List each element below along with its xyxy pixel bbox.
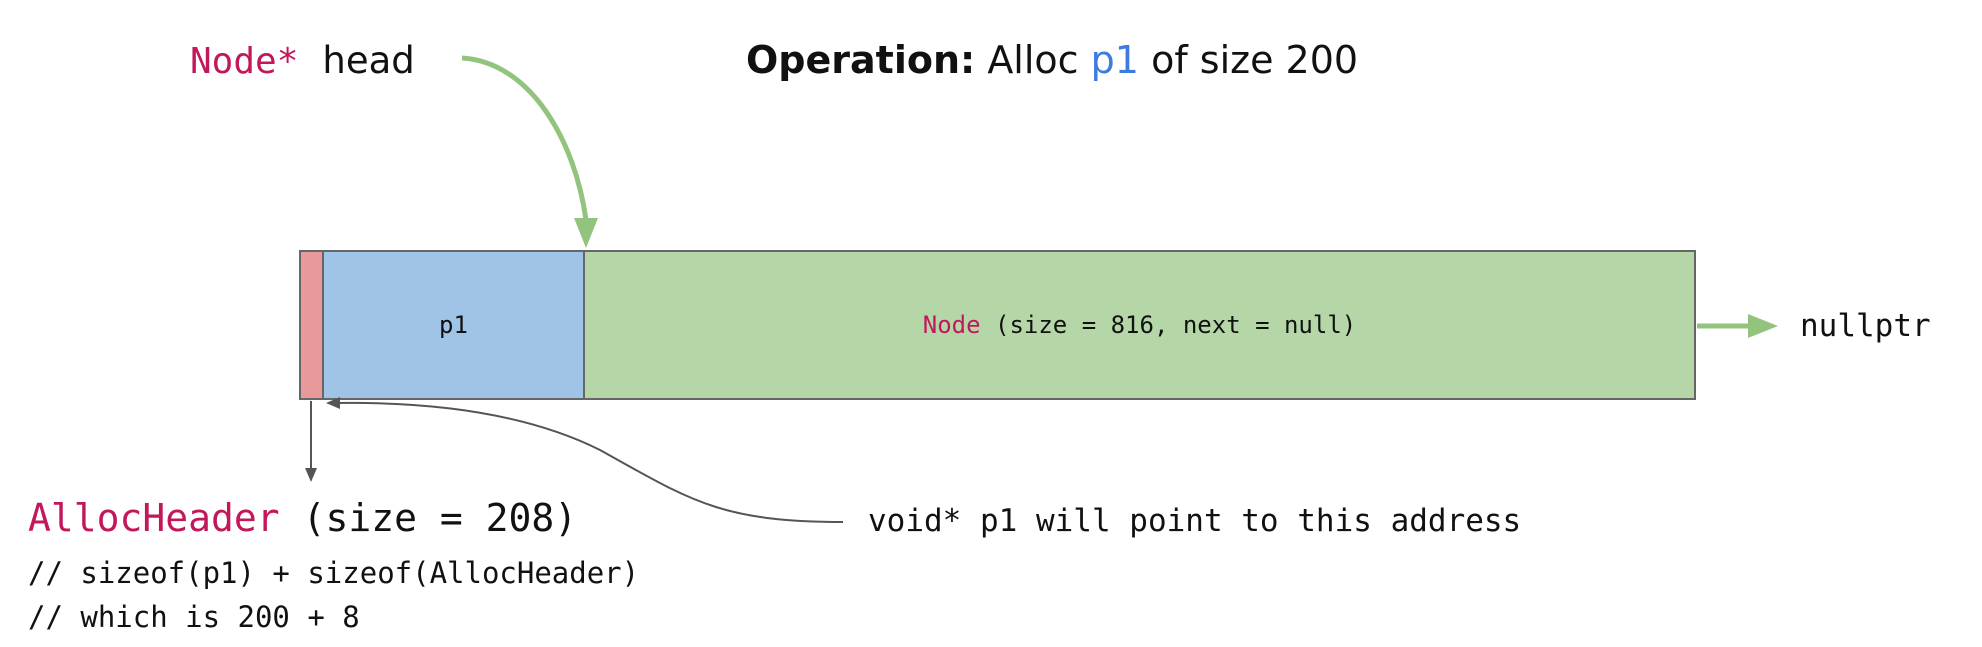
free-node-block: Node (size = 816, next = null) <box>583 250 1696 400</box>
pointer-arrow-tip <box>326 397 340 409</box>
header-arrow-tip <box>305 468 317 482</box>
alloc-header-type: AllocHeader <box>28 496 280 540</box>
p1-block-label: p1 <box>439 311 468 339</box>
operation-var: p1 <box>1090 38 1139 82</box>
next-arrow-tip <box>1748 314 1778 338</box>
head-arrow <box>461 55 589 221</box>
operation-rest: of size 200 <box>1151 38 1359 82</box>
node-details: (size = 816, next = null) <box>995 311 1357 339</box>
operation-title: Operation: Alloc p1 of size 200 <box>746 36 1358 84</box>
p1-block: p1 <box>322 250 585 400</box>
size-comment-line-1: // sizeof(p1) + sizeof(AllocHeader) <box>28 556 640 590</box>
size-comment-line-2: // which is 200 + 8 <box>28 600 360 634</box>
head-pointer-label: Node* head <box>190 38 415 85</box>
nullptr-label: nullptr <box>1800 308 1931 344</box>
free-node-label: Node (size = 816, next = null) <box>923 311 1356 339</box>
pointer-arrow <box>337 401 844 523</box>
alloc-header-label: AllocHeader (size = 208) <box>28 496 577 540</box>
alloc-header-details: (size = 208) <box>302 496 578 540</box>
head-arrow-tip <box>574 218 598 248</box>
operation-action: Alloc <box>987 38 1079 82</box>
head-name: head <box>322 39 415 82</box>
operation-prefix: Operation: <box>746 38 976 82</box>
pointer-note: void* p1 will point to this address <box>868 503 1522 539</box>
head-type: Node* <box>190 41 299 82</box>
node-type: Node <box>922 311 981 339</box>
